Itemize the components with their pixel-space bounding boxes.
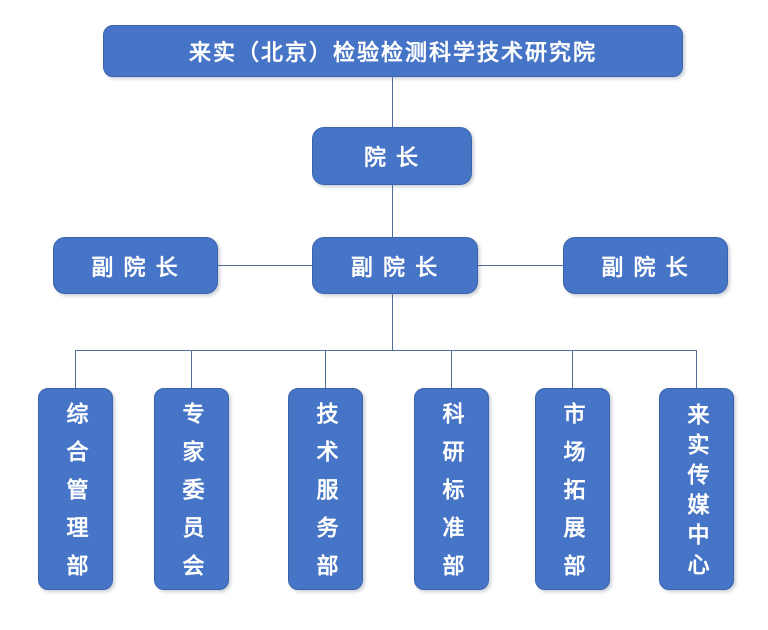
dept-technical-service-label: 技术服务部 <box>313 402 339 592</box>
org-node-dept-media-center: 来实传媒中心 <box>659 388 734 590</box>
org-node-dept-market-expansion: 市场拓展部 <box>535 388 610 592</box>
org-node-dept-expert-committee: 专家委员会 <box>154 388 229 592</box>
vice-president-left-label: 副 院 长 <box>91 254 180 280</box>
president-label: 院 长 <box>363 145 421 170</box>
dept-media-center-label: 来实传媒中心 <box>684 403 710 583</box>
connector-vice-right <box>478 265 563 266</box>
org-node-institute: 来实（北京）检验检测科学技术研究院 <box>103 25 683 77</box>
connector-bus <box>75 350 697 351</box>
org-node-vice-president-center: 副 院 长 <box>312 237 478 294</box>
org-node-dept-technical-service: 技术服务部 <box>288 388 363 592</box>
connector-drop-6 <box>696 350 697 388</box>
connector-drop-2 <box>191 350 192 388</box>
institute-label: 来实（北京）检验检测科学技术研究院 <box>188 40 597 65</box>
connector-vice-bus <box>392 294 393 350</box>
dept-research-standards-label: 科研标准部 <box>439 402 465 592</box>
org-node-dept-general-management: 综合管理部 <box>38 388 113 592</box>
vice-president-center-label: 副 院 长 <box>350 254 440 280</box>
connector-drop-1 <box>75 350 76 388</box>
org-node-vice-president-left: 副 院 长 <box>53 237 218 294</box>
dept-market-expansion-label: 市场拓展部 <box>560 402 586 592</box>
org-node-president: 院 长 <box>312 127 472 185</box>
dept-expert-committee-label: 专家委员会 <box>179 402 205 592</box>
org-node-vice-president-right: 副 院 长 <box>563 237 728 294</box>
connector-president-vice <box>392 185 393 237</box>
org-node-dept-research-standards: 科研标准部 <box>414 388 489 592</box>
vice-president-right-label: 副 院 长 <box>601 254 690 280</box>
connector-drop-5 <box>572 350 573 388</box>
connector-vice-left <box>218 265 312 266</box>
connector-drop-3 <box>325 350 326 388</box>
dept-general-management-label: 综合管理部 <box>63 402 89 592</box>
connector-institute-president <box>392 77 393 127</box>
connector-drop-4 <box>451 350 452 388</box>
